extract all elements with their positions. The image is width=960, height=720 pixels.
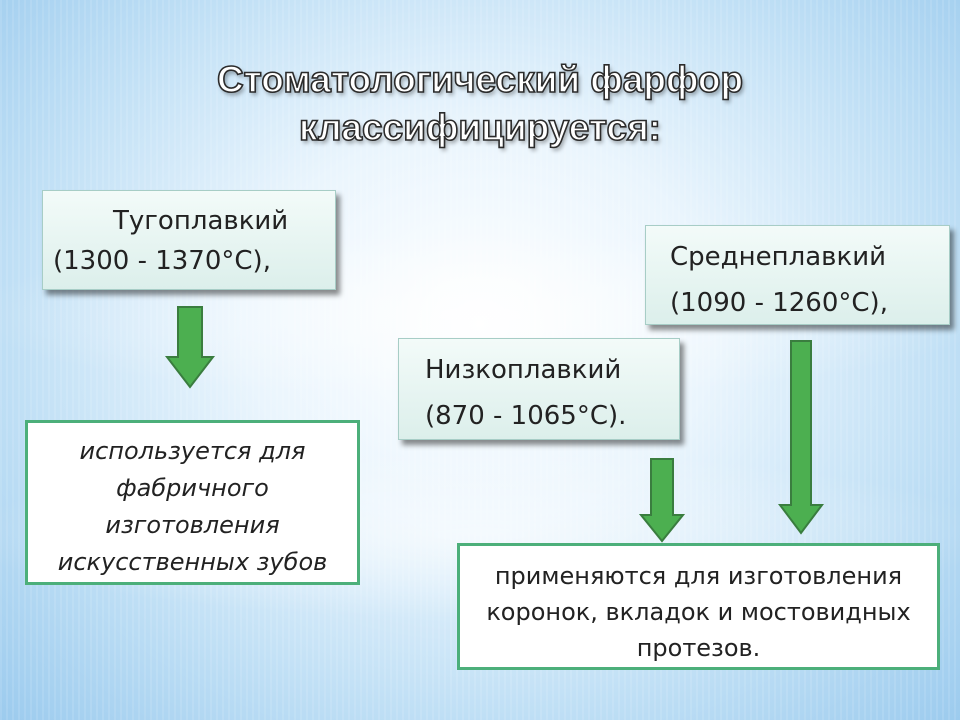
- down-arrow-icon: [778, 340, 824, 535]
- medium-box: Среднеплавкий (1090 - 1260°С),: [645, 225, 950, 325]
- refractory-box: Тугоплавкий (1300 - 1370°С),: [42, 190, 336, 290]
- crowns-line-3: протезов.: [636, 634, 761, 662]
- low-name: Низкоплавкий: [425, 355, 622, 385]
- factory-line-2: фабричного: [116, 474, 269, 502]
- down-arrow-icon: [164, 306, 216, 389]
- down-arrow-icon: [639, 458, 685, 543]
- crowns-description: применяются для изготовления коронок, вк…: [457, 543, 940, 670]
- slide-title: Стоматологический фарфор классифицируетс…: [100, 56, 860, 152]
- factory-line-3: изготовления: [105, 511, 280, 539]
- title-line-2: классифицируется:: [298, 106, 662, 149]
- title-line-1: Стоматологический фарфор: [216, 58, 744, 101]
- refractory-range: (1300 - 1370°С),: [53, 246, 271, 276]
- crowns-line-1: применяются для изготовления: [494, 562, 903, 590]
- crowns-line-2: коронок, вкладок и мостовидных: [486, 598, 911, 626]
- medium-name: Среднеплавкий: [670, 242, 886, 272]
- factory-teeth-description: используется для фабричного изготовления…: [25, 420, 360, 585]
- medium-range: (1090 - 1260°С),: [670, 288, 888, 318]
- refractory-name: Тугоплавкий: [113, 206, 289, 236]
- low-box: Низкоплавкий (870 - 1065°С).: [398, 338, 680, 440]
- low-range: (870 - 1065°С).: [425, 401, 627, 431]
- factory-line-1: используется для: [79, 437, 306, 465]
- factory-line-4: искусственных зубов: [57, 548, 328, 576]
